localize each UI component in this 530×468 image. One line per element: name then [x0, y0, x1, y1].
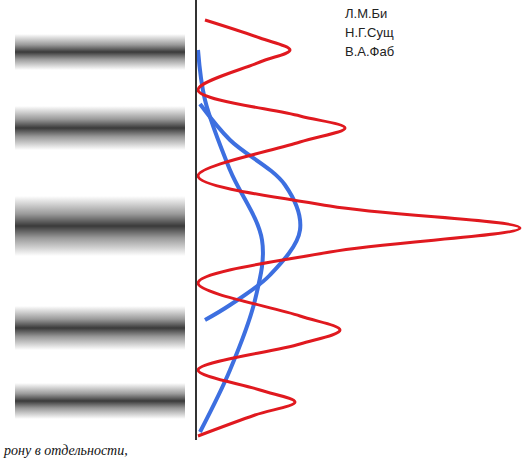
author-name: В.А.Фаб [345, 44, 394, 60]
axis-line [195, 0, 197, 440]
author-name: Л.М.Би [345, 6, 387, 22]
fringe-band [15, 34, 185, 70]
fringe-band [15, 383, 185, 419]
diffraction-bands [15, 34, 185, 419]
fringe-band [15, 106, 185, 150]
fringe-band [15, 306, 185, 350]
blue-curve [200, 104, 300, 320]
author-name: Н.Г.Сущ [345, 25, 394, 41]
caption-fragment: рону в отдельности, [4, 443, 128, 460]
intensity-curve [198, 20, 520, 436]
fringe-band [15, 196, 185, 256]
